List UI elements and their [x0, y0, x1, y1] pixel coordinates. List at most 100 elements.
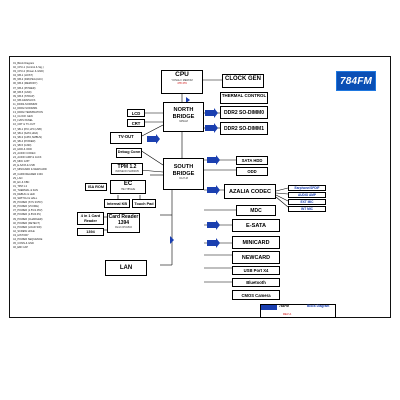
- north-bridge-title-1: NORTH: [173, 107, 194, 113]
- ext-mic-block: EXT MIC: [288, 199, 326, 205]
- toc-line: 43_HISTORY: [13, 233, 29, 237]
- toc-line: 35_POWER (SYS 3V/5V): [13, 201, 43, 205]
- tpm-sub: INFINEON SLB9635: [115, 170, 139, 173]
- azalia-codec-block: AZALIA CODEC: [224, 184, 276, 199]
- crt-block: CRT: [127, 119, 145, 127]
- card-4in1-title-2: Reader: [84, 219, 97, 223]
- toc-line: 06_NB-3 (MEMORY): [13, 82, 38, 86]
- title-block-rev: REV A: [283, 312, 292, 316]
- sata-hdd-block: SATA HDD: [236, 156, 268, 165]
- odd-title: ODD: [247, 169, 257, 174]
- int-mic-title: INT MIC: [301, 207, 313, 211]
- card-reader-title-2: 1394: [117, 220, 130, 226]
- cpu-block: CPU YONAH / MEROM 478 479: [161, 70, 203, 94]
- toc-line: 22_HDD & ODD: [13, 147, 32, 151]
- audio-amp-block: AUDIO AMP: [288, 192, 326, 198]
- toc-line: 20_SB-4 (POWER): [13, 139, 36, 143]
- card-reader-sub: Ricoh R5C832: [115, 226, 132, 229]
- touch-pad-title: Touch Pad: [134, 202, 154, 206]
- minicard-block: MINICARD: [232, 236, 280, 249]
- toc-line: 33_DEBUG & LED: [13, 193, 35, 196]
- toc-line: 40_POWER (DETECT): [13, 221, 40, 225]
- toc-line: 42_SCREW HOLE: [13, 229, 35, 233]
- thermal-block: THERMAL CONTROL: [220, 92, 268, 104]
- north-bridge-sub: 945GM: [179, 120, 188, 123]
- south-bridge-title-1: SOUTH: [173, 164, 194, 170]
- ec-title: EC: [123, 181, 133, 187]
- toc-line: 44_POWER SEQUENCE: [13, 238, 43, 242]
- toc-line: 46_EMI CAP: [13, 246, 28, 250]
- lan-title: LAN: [119, 265, 133, 271]
- clock-gen-title: CLOCK GEN: [225, 76, 261, 82]
- dimm1-title: DDR2 SO-DIMM1: [223, 126, 264, 132]
- newcard-title: NEWCARD: [241, 255, 271, 261]
- toc-line: 26_E-SATA & USB: [13, 164, 35, 168]
- newcard-block: NEWCARD: [232, 251, 280, 264]
- toc-line: 10_NB-GRAPHICS: [13, 98, 36, 102]
- toc-line: 31_TPM 1.2: [13, 184, 28, 188]
- toc-line: 41_POWER (LOAD SW): [13, 225, 42, 229]
- toc-line: 09_NB-6 (STRAP): [13, 94, 35, 98]
- lan-block: LAN: [105, 260, 147, 276]
- toc-line: 19_SB-3 (GPIO,SMBUS): [13, 135, 42, 139]
- toc-line: 34_SWITCH & HALL: [13, 197, 38, 201]
- toc-line: 36_POWER (VCORE): [13, 205, 39, 209]
- earphone-title: Earphone/SPDIF: [294, 186, 320, 190]
- toc-line: 23_AUDIO CODEC: [13, 152, 36, 156]
- cpu-sub: YONAH / MEROM: [171, 79, 193, 82]
- toc-line: 07_NB-4 (POWER): [13, 86, 36, 90]
- dimm0-block: DDR2 SO-DIMM0: [220, 106, 268, 119]
- cmos-camera-block: CMOS Camera: [232, 290, 280, 300]
- model-logo: 784FM: [336, 71, 376, 91]
- south-bridge-title-2: BRIDGE: [172, 170, 195, 177]
- sata-hdd-title: SATA HDD: [241, 158, 263, 163]
- int-mic-block: INT MIC: [288, 206, 326, 212]
- toc-line: 12_DDR2-SODIMM1: [13, 107, 38, 111]
- toc-line: 14_CLOCK GEN: [13, 115, 33, 119]
- bluetooth-block: Bluetooth: [232, 278, 280, 287]
- crt-title: CRT: [131, 121, 141, 126]
- p1394-title: 1394: [86, 230, 95, 234]
- tvout-title: TV-OUT: [118, 134, 134, 139]
- toc-line: 17_SB-1 (PCI,LPC,USB): [13, 127, 42, 131]
- tpm-block: TPM 1.2 INFINEON SLB9635: [111, 163, 143, 175]
- north-bridge-block: NORTH BRIDGE 945GM: [163, 102, 204, 132]
- toc-line: 04_NB-1 (HOST): [13, 74, 33, 78]
- debug-conn-block: Debug Conn: [116, 148, 142, 158]
- toc-line: 45_CONN & GND: [13, 242, 34, 246]
- toc-line: 02_CPU-1 (Control & Sig.): [13, 66, 44, 70]
- internal-kb-block: Internal KB: [104, 199, 130, 208]
- usb-port-block: USB Port X4: [232, 266, 280, 275]
- lcd-title: LCD: [131, 111, 141, 116]
- lcd-block: LCD: [127, 109, 145, 117]
- thermal-title: THERMAL CONTROL: [221, 93, 267, 98]
- toc-line: 03_CPU-2 (Power & GND): [13, 70, 44, 74]
- internal-kb-title: Internal KB: [106, 202, 128, 206]
- toc-line: 18_SB-2 (SATA,HDA): [13, 131, 39, 135]
- title-block-model: 784FM: [279, 304, 289, 308]
- ec-sub: ITE IT8512E: [120, 188, 136, 191]
- card-reader-block: Card Reader 1394 Ricoh R5C832: [107, 213, 140, 233]
- p1394-block: 1394: [77, 228, 104, 236]
- model-logo-text: 784FM: [339, 75, 373, 87]
- toc-line: 30_EC & KBC: [13, 180, 30, 184]
- title-block-logo: [261, 305, 277, 310]
- toc-line: 32_THERMAL & FAN: [13, 188, 38, 192]
- sheet-frame: [9, 56, 391, 318]
- isa-rom-title: ISA ROM: [87, 185, 105, 189]
- toc-line: 28_CARD READER 1394: [13, 172, 43, 176]
- card-4in1-title-1: 4 in 1 Card: [80, 214, 101, 218]
- audio-amp-title: AUDIO AMP: [297, 193, 317, 197]
- ec-block: EC ITE IT8512E: [110, 180, 146, 194]
- usb-port-title: USB Port X4: [243, 268, 269, 273]
- esata-block: E-SATA: [232, 219, 280, 232]
- toc-line: 21_SB-5 (GND): [13, 143, 32, 147]
- toc-line: 16_CRT & TV-OUT: [13, 123, 36, 127]
- dimm0-title: DDR2 SO-DIMM0: [223, 110, 264, 116]
- clock-gen-block: CLOCK GEN: [222, 74, 264, 88]
- toc-line: 01_Block Diagram: [13, 62, 35, 65]
- esata-title: E-SATA: [246, 223, 266, 229]
